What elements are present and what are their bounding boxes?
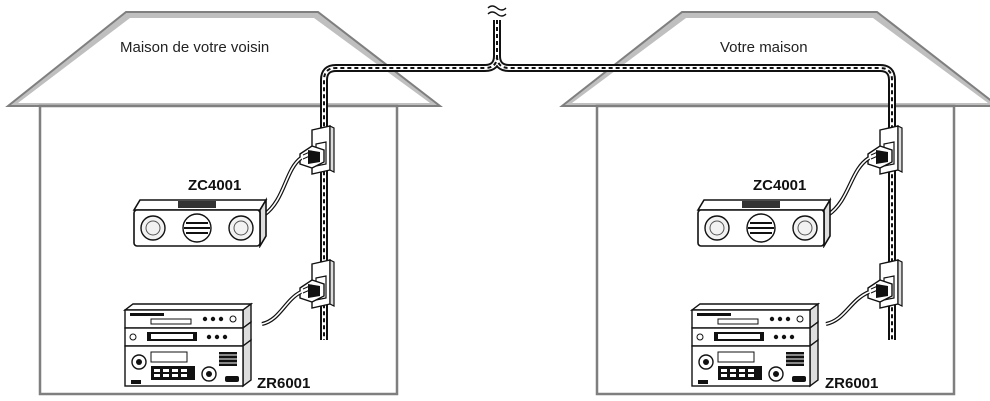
line-break-icon [487, 5, 507, 17]
device-label-zc4001: ZC4001 [753, 177, 806, 194]
house-label-yours: Votre maison [720, 39, 808, 56]
compact-radio-icon [697, 199, 831, 247]
device-label-zr6001: ZR6001 [825, 375, 878, 392]
stereo-stack-icon [691, 303, 819, 387]
compact-radio-icon [133, 199, 267, 247]
house-label-neighbor: Maison de votre voisin [120, 39, 269, 56]
stereo-stack-icon [124, 303, 252, 387]
device-label-zc4001: ZC4001 [188, 177, 241, 194]
power-line [320, 20, 896, 340]
device-label-zr6001: ZR6001 [257, 375, 310, 392]
